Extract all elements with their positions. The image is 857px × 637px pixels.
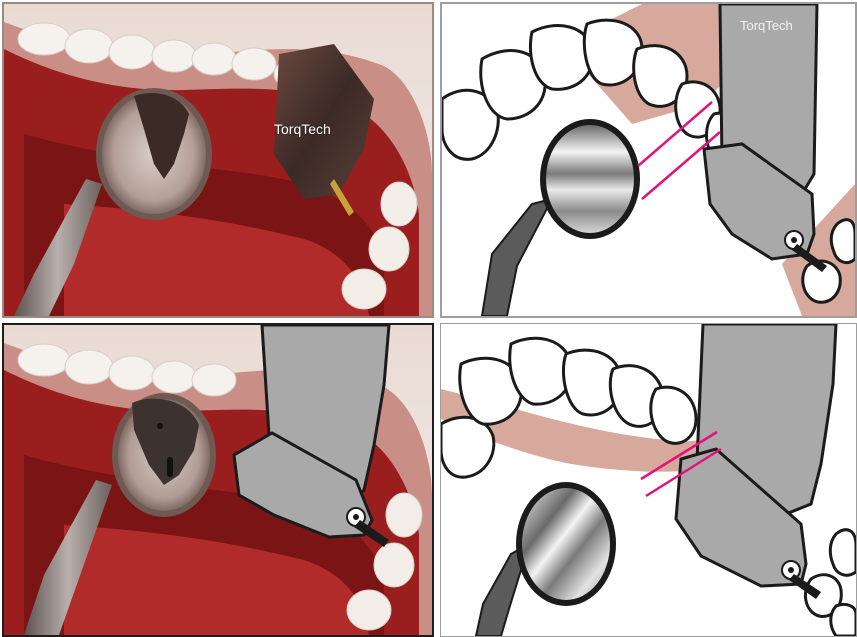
illustration-after-image bbox=[441, 324, 856, 636]
torqtech-brand-label: TorqTech bbox=[740, 18, 793, 33]
photo-after-image bbox=[4, 325, 432, 635]
illustration-before-panel: TorqTech bbox=[440, 2, 857, 318]
photo-before-image bbox=[4, 4, 432, 316]
photo-after-panel bbox=[2, 323, 434, 637]
illustration-before-image bbox=[442, 4, 855, 316]
photo-before-panel: TorqTech bbox=[2, 2, 434, 318]
illustration-after-panel bbox=[440, 323, 857, 637]
torqtech-brand-label: TorqTech bbox=[274, 121, 331, 137]
